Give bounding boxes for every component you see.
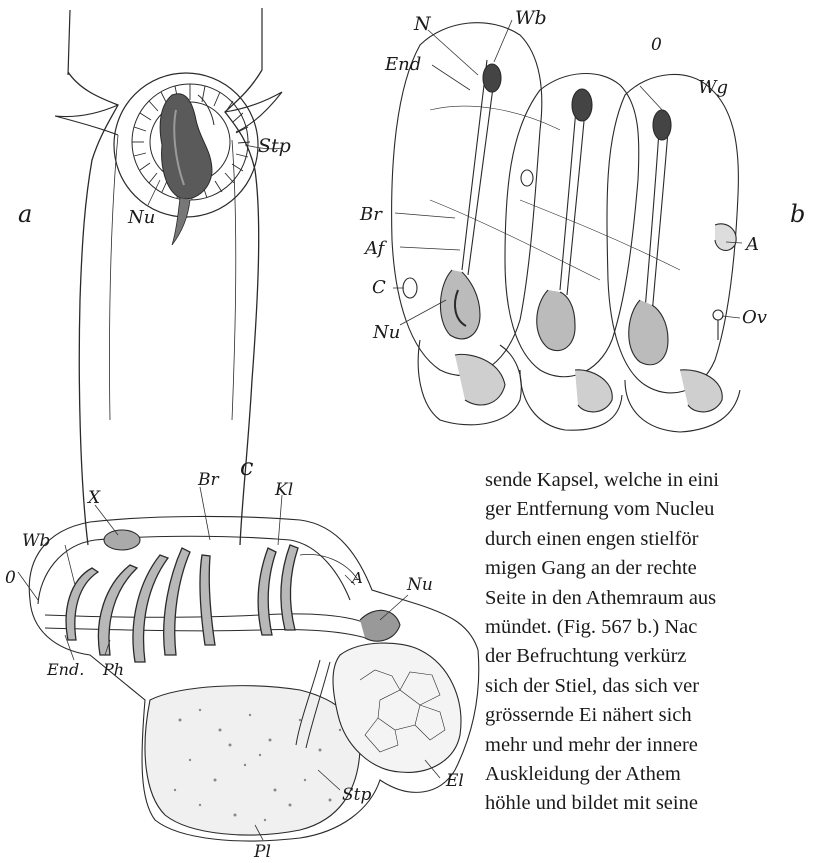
figure-b-letter: b — [790, 200, 805, 228]
figure-c-label-stp: Stp — [342, 785, 371, 805]
figure-b: N Wb 0 End Wg Br Af A C Nu Ov b — [359, 7, 805, 432]
body-text-line: grössernde Ei nähert sich — [485, 701, 819, 730]
figure-c-label-wb: Wb — [22, 531, 50, 551]
figure-b-drawing — [392, 23, 740, 432]
body-text-line: mehr und mehr der innere — [485, 731, 819, 760]
figure-b-label-a: A — [744, 234, 759, 255]
figure-c-label-ph: Ph — [102, 660, 124, 679]
body-text-line: Seite in den Athemraum aus — [485, 584, 819, 613]
figure-b-label-wg: Wg — [698, 77, 728, 98]
body-text-line: Auskleidung der Athem — [485, 760, 819, 789]
figure-c-label-nu: Nu — [406, 575, 433, 595]
figure-c-letter: c — [240, 453, 253, 481]
figure-b-label-ov: Ov — [742, 307, 767, 328]
body-text-line: sich der Stiel, das sich ver — [485, 672, 819, 701]
figure-b-zooid-1 — [392, 23, 542, 376]
figure-a-label-stp: Stp — [258, 135, 291, 157]
body-text-line: der Befruchtung verkürz — [485, 642, 819, 671]
figure-c-label-el: El — [445, 771, 464, 791]
body-text-column: sende Kapsel, welche in eini ger Entfern… — [485, 466, 819, 819]
figure-b-label-nu: Nu — [372, 322, 400, 343]
figure-a-label-nu: Nu — [127, 207, 155, 228]
body-text-line: höhle und bildet mit seine — [485, 789, 819, 818]
figure-c-label-zero: 0 — [5, 568, 16, 588]
figure-b-label-n: N — [413, 13, 432, 35]
figure-b-label-c: C — [372, 277, 386, 298]
figure-c-drawing — [29, 516, 479, 841]
figure-c-label-end: End. — [46, 660, 84, 679]
figure-c-label-kl: Kl — [274, 480, 293, 500]
figure-b-label-br: Br — [359, 204, 383, 225]
figure-a-letter: a — [18, 200, 32, 228]
body-text-line: mündet. (Fig. 567 b.) Nac — [485, 613, 819, 642]
figure-c-label-br: Br — [197, 470, 219, 490]
body-text-line: durch einen engen stielför — [485, 525, 819, 554]
figure-c-label-pl: Pl — [253, 842, 271, 862]
figure-b-label-af: Af — [363, 238, 388, 259]
figure-b-label-end: End — [384, 54, 421, 75]
body-text-line: sende Kapsel, welche in eini — [485, 466, 819, 495]
body-text-line: ger Entfernung vom Nucleu — [485, 495, 819, 524]
body-text-line: migen Gang an der rechte — [485, 554, 819, 583]
figure-b-label-zero: 0 — [651, 35, 662, 55]
figure-c-label-a: A — [350, 569, 363, 587]
figure-b-label-wb: Wb — [515, 7, 547, 29]
figure-b-zooid-2 — [505, 74, 639, 377]
figure-c-label-x: X — [86, 488, 101, 508]
figure-b-zooid-3 — [607, 74, 738, 393]
